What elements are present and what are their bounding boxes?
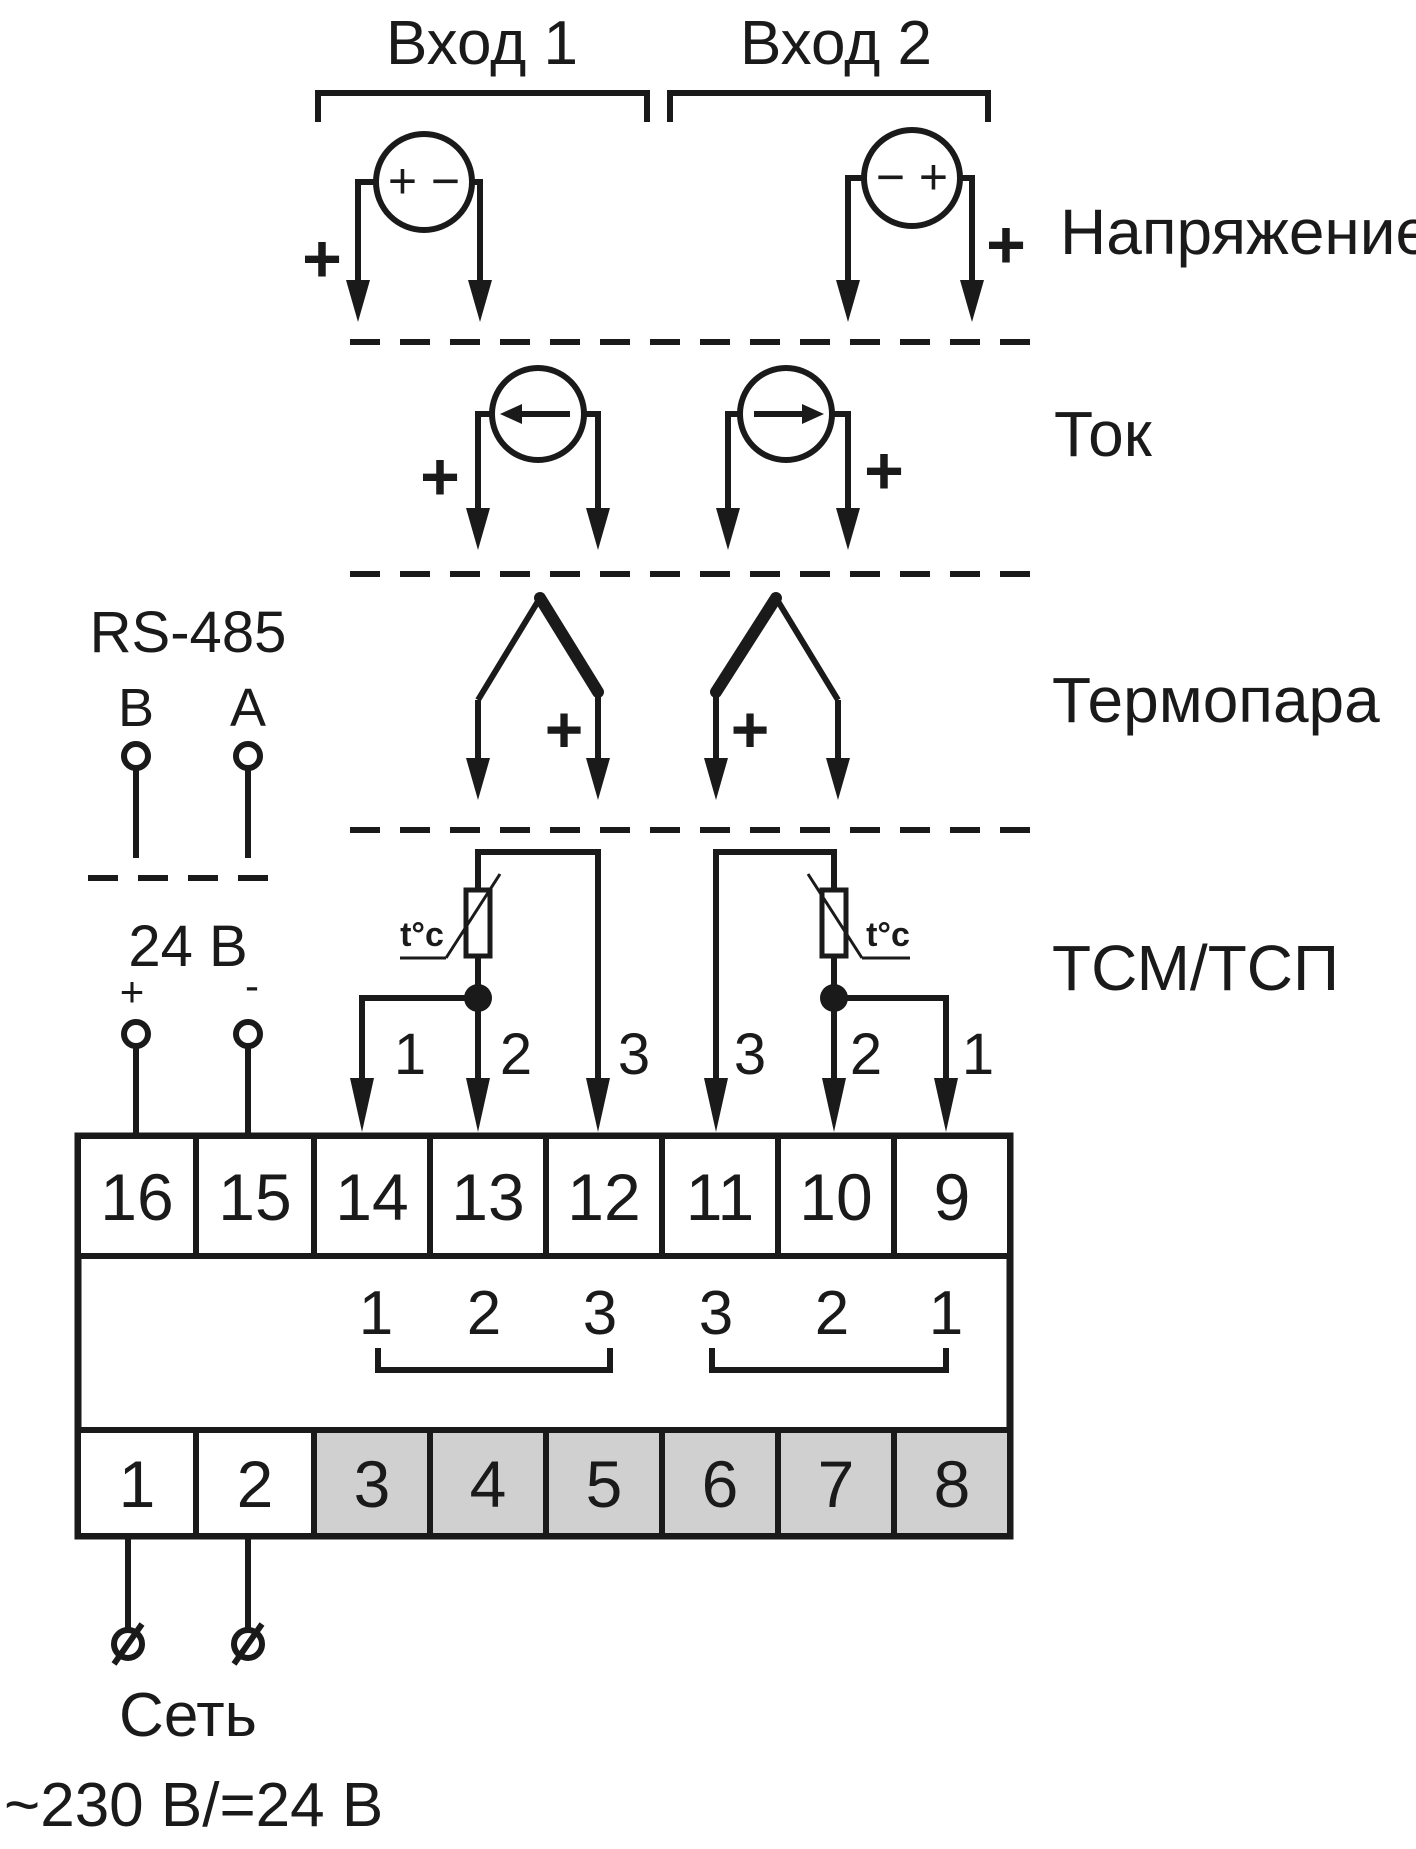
top-terminal-label-15: 15 — [218, 1160, 291, 1234]
voltage-source-polarity-2: − + — [876, 149, 948, 205]
middle-num-left-3: 3 — [583, 1279, 617, 1348]
voltage-input2: − + + — [836, 127, 1026, 322]
section-current: Ток — [1054, 398, 1153, 470]
rs485-a-label: A — [230, 678, 266, 738]
voltage-plus-2: + — [986, 207, 1026, 283]
top-terminal-12 — [543, 1133, 665, 1259]
middle-bracket-left — [375, 1348, 613, 1373]
bottom-terminal-row: 1 2 3 4 5 6 7 8 — [75, 1427, 1013, 1539]
rtd-wire2-num-2: 2 — [850, 1022, 882, 1087]
bottom-terminal-label-1: 1 — [119, 1447, 156, 1521]
rs485-a-terminal — [233, 741, 263, 771]
rtd-input1: t°c 1 2 3 — [350, 849, 650, 1132]
rtd-temp-label-2: t°c — [866, 916, 910, 954]
thermocouple-input2: + — [704, 592, 850, 800]
top-terminal-11 — [659, 1133, 781, 1259]
middle-num-right-3: 3 — [699, 1279, 733, 1348]
rtd-wire1-num-3: 3 — [618, 1022, 650, 1087]
top-terminal-13 — [427, 1133, 549, 1259]
bottom-terminal-label-4: 4 — [470, 1447, 507, 1521]
current-plus-2: + — [864, 433, 904, 509]
power24-plus-terminal — [121, 1019, 151, 1049]
top-terminal-label-10: 10 — [799, 1160, 872, 1234]
input1-bracket — [315, 90, 650, 122]
top-terminal-label-13: 13 — [451, 1160, 524, 1234]
bottom-terminal-label-6: 6 — [702, 1447, 739, 1521]
power24-minus: - — [245, 962, 259, 1009]
bottom-terminal-label-7: 7 — [818, 1447, 855, 1521]
power24-plus: + — [120, 968, 145, 1015]
input1-label: Вход 1 — [386, 9, 578, 78]
bottom-terminal-8 — [891, 1427, 1013, 1539]
voltage-plus-1: + — [302, 221, 342, 297]
middle-num-right-2: 2 — [815, 1279, 849, 1348]
thermocouple-input1: + — [466, 592, 610, 800]
supply-terminal-2 — [231, 1622, 265, 1666]
bottom-terminal-label-2: 2 — [237, 1447, 274, 1521]
power24-label: 24 В — [128, 914, 247, 979]
bottom-terminal-label-8: 8 — [934, 1447, 971, 1521]
middle-num-left-2: 2 — [467, 1279, 501, 1348]
rs485-b-label: B — [118, 678, 154, 738]
rtd-wire1-num-1: 1 — [394, 1022, 426, 1087]
top-terminal-label-14: 14 — [335, 1160, 408, 1234]
rs485-title: RS-485 — [90, 600, 287, 665]
thermocouple-plus-1: + — [545, 692, 584, 766]
supply-label: Сеть — [119, 1681, 257, 1750]
current-plus-1: + — [420, 439, 460, 515]
thermocouple-plus-2: + — [731, 692, 770, 766]
rtd-wire2-num-3: 3 — [734, 1022, 766, 1087]
bottom-terminal-label-5: 5 — [586, 1447, 623, 1521]
rtd-wire1-num-2: 2 — [500, 1022, 532, 1087]
section-rtd: ТСМ/ТСП — [1052, 932, 1339, 1004]
supply-voltage: ~230 В/=24 В — [4, 1771, 383, 1840]
top-terminal-9 — [891, 1133, 1013, 1259]
middle-num-left-1: 1 — [359, 1279, 393, 1348]
input2-bracket — [667, 90, 991, 122]
input2-label: Вход 2 — [740, 9, 932, 78]
power24-minus-terminal — [233, 1019, 263, 1049]
bottom-terminal-1 — [75, 1427, 199, 1539]
section-thermocouple: Термопара — [1052, 664, 1380, 736]
top-terminal-14 — [311, 1133, 433, 1259]
supply-terminal-1 — [111, 1622, 145, 1666]
voltage-source-polarity-1: + − — [388, 153, 460, 209]
top-terminal-row: 16 15 14 13 12 11 10 9 — [75, 1133, 1013, 1259]
rtd-input2: t°c 3 2 1 — [704, 849, 994, 1132]
rtd-temp-label-1: t°c — [400, 916, 444, 954]
bottom-terminal-label-3: 3 — [354, 1447, 391, 1521]
rtd-wire2-num-1: 1 — [962, 1022, 994, 1087]
rs485-b-terminal — [121, 741, 151, 771]
top-terminal-label-9: 9 — [934, 1160, 971, 1234]
bottom-terminal-4 — [427, 1427, 549, 1539]
section-voltage: Напряжение — [1060, 196, 1416, 268]
current-input2: + — [716, 365, 904, 550]
bottom-terminal-2 — [193, 1427, 317, 1539]
top-terminal-10 — [775, 1133, 897, 1259]
current-input1: + — [420, 365, 610, 550]
top-terminal-label-16: 16 — [100, 1160, 173, 1234]
top-terminal-label-12: 12 — [567, 1160, 640, 1234]
middle-bracket-right — [709, 1348, 949, 1373]
middle-num-right-1: 1 — [929, 1279, 963, 1348]
voltage-input1: + − + — [302, 131, 492, 322]
bottom-terminal-7 — [775, 1427, 897, 1539]
top-terminal-label-11: 11 — [686, 1160, 755, 1234]
